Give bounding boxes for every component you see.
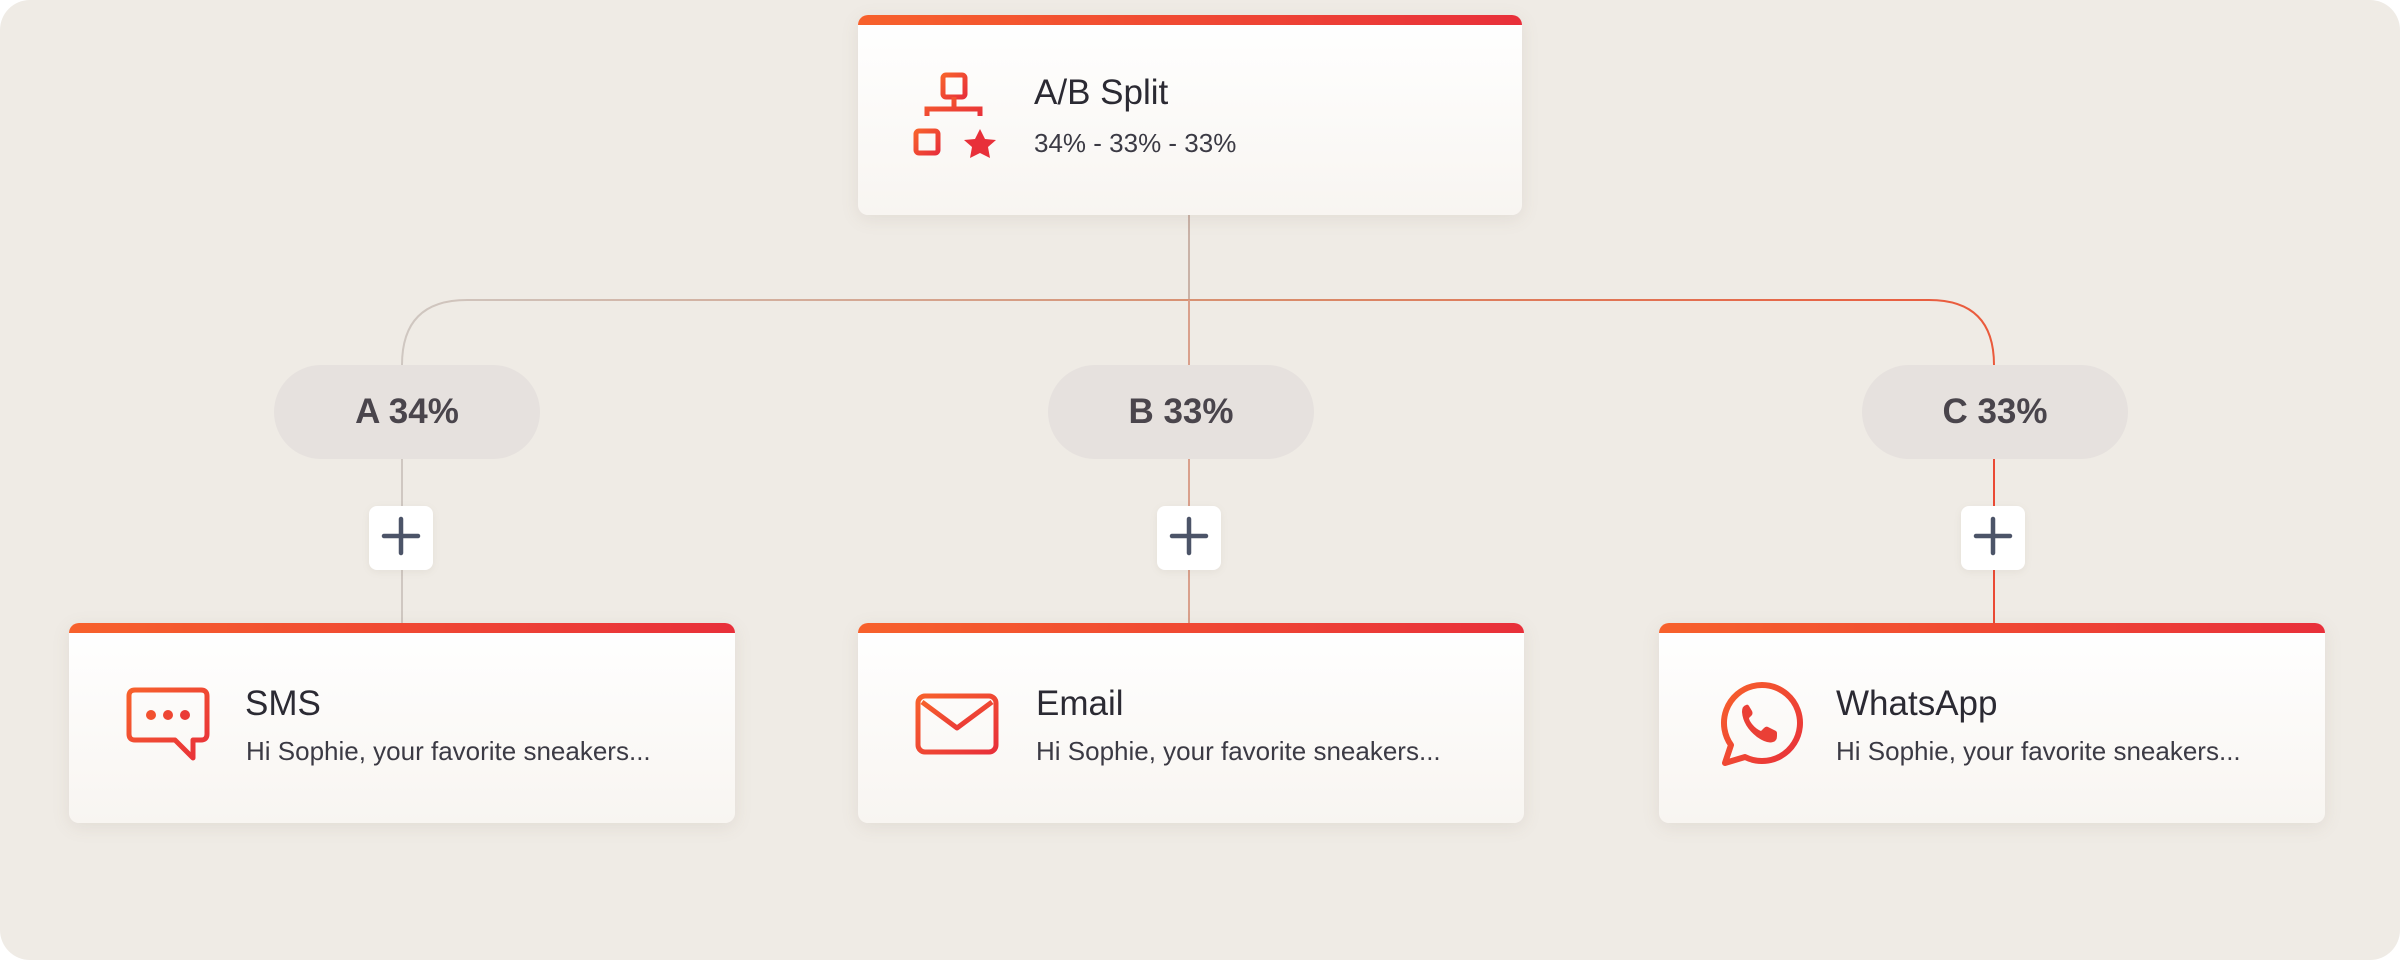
sms-message-preview: Hi Sophie, your favorite sneakers...: [246, 736, 651, 766]
whatsapp-card[interactable]: WhatsApp Hi Sophie, your favorite sneake…: [1659, 623, 2325, 823]
plus-icon: [1169, 516, 1209, 561]
whatsapp-icon: [1713, 679, 1803, 769]
email-icon: [914, 692, 1000, 758]
add-step-button-b[interactable]: [1157, 506, 1221, 570]
card-accent-bar: [69, 623, 735, 633]
split-ratio: 34% - 33% - 33%: [1034, 128, 1237, 158]
sms-card[interactable]: SMS Hi Sophie, your favorite sneakers...: [69, 623, 735, 823]
card-accent-bar: [858, 15, 1522, 25]
card-accent-bar: [858, 623, 1524, 633]
email-card[interactable]: Email Hi Sophie, your favorite sneakers.…: [858, 623, 1524, 823]
branch-b-pill[interactable]: B 33%: [1048, 365, 1314, 459]
plus-icon: [1973, 516, 2013, 561]
whatsapp-message-preview: Hi Sophie, your favorite sneakers...: [1836, 736, 2241, 766]
branch-c-pill[interactable]: C 33%: [1862, 365, 2128, 459]
rail-line: [401, 299, 1995, 366]
sms-icon: [125, 686, 211, 764]
plus-icon: [381, 516, 421, 561]
card-accent-bar: [1659, 623, 2325, 633]
ab-split-icon: [912, 71, 1002, 177]
email-title: Email: [1036, 684, 1124, 723]
split-title: A/B Split: [1034, 73, 1169, 112]
branch-a-pill[interactable]: A 34%: [274, 365, 540, 459]
sms-title: SMS: [245, 684, 321, 723]
ab-split-card[interactable]: A/B Split 34% - 33% - 33%: [858, 15, 1522, 215]
whatsapp-title: WhatsApp: [1836, 684, 1998, 723]
email-message-preview: Hi Sophie, your favorite sneakers...: [1036, 736, 1441, 766]
add-step-button-c[interactable]: [1961, 506, 2025, 570]
add-step-button-a[interactable]: [369, 506, 433, 570]
